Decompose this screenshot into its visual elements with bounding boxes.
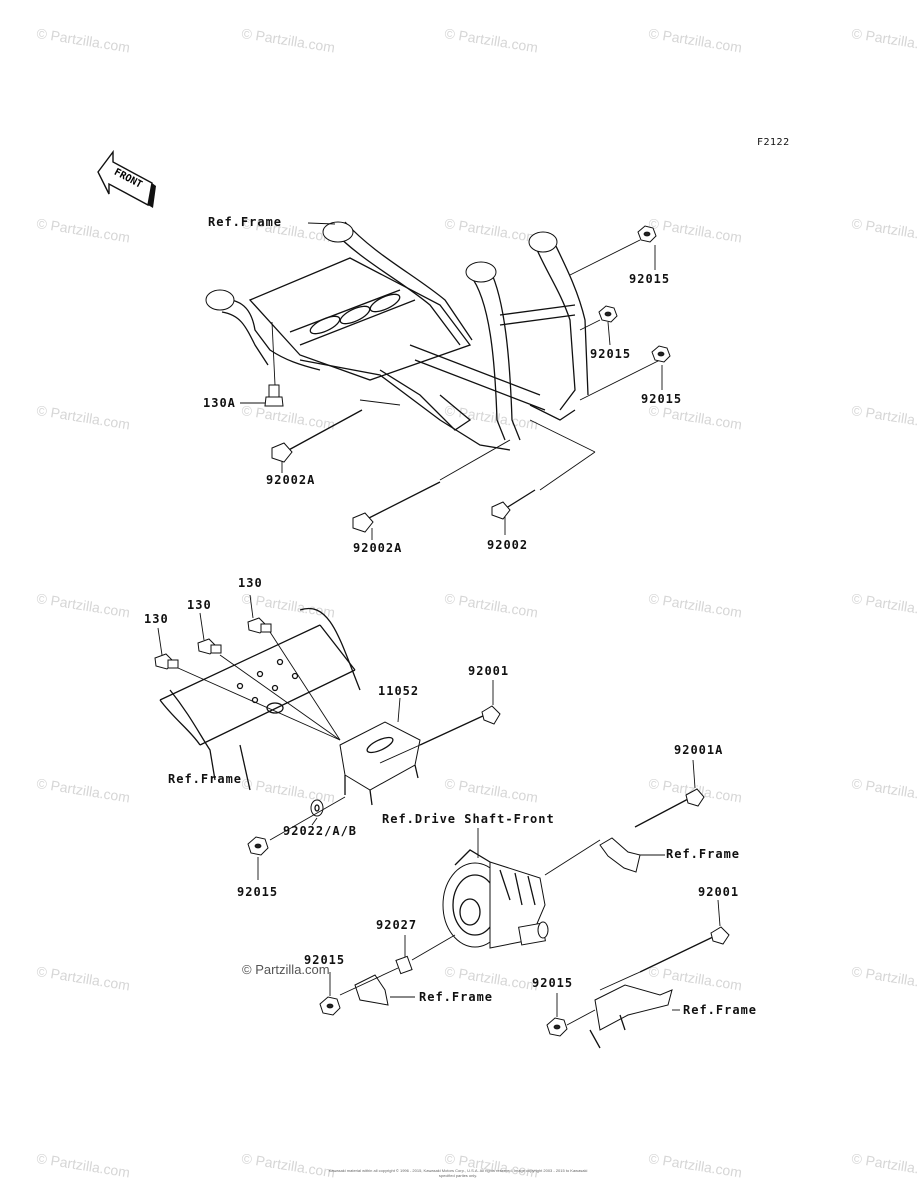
callout-92002A[interactable]: 92002A — [353, 541, 403, 555]
nut-92015-icon — [651, 345, 671, 363]
frame-bracket-right — [599, 837, 641, 873]
nut-92015-icon — [637, 225, 657, 243]
callout-ref-frame-top[interactable]: Ref.Frame — [208, 215, 283, 229]
bolt-92001A-icon — [634, 788, 705, 828]
callout-ref-frame-bottom-left[interactable]: Ref.Frame — [419, 990, 494, 1004]
callout-92015[interactable]: 92015 — [629, 272, 671, 286]
callout-92001[interactable]: 92001 — [468, 664, 510, 678]
callout-92001[interactable]: 92001 — [698, 885, 740, 899]
callout-92015[interactable]: 92015 — [237, 885, 279, 899]
callout-92015[interactable]: 92015 — [304, 953, 346, 967]
callout-92001A[interactable]: 92001A — [674, 743, 724, 757]
nut-92015-icon — [247, 836, 269, 856]
frame-bracket-bottom-left — [354, 974, 389, 1006]
callout-92002[interactable]: 92002 — [487, 538, 529, 552]
callout-92002A[interactable]: 92002A — [266, 473, 316, 487]
washer-92022-icon — [310, 799, 324, 817]
callout-92015[interactable]: 92015 — [532, 976, 574, 990]
spacer-92027-icon — [395, 955, 413, 975]
bolt-92002A-icon — [271, 409, 363, 463]
callout-130[interactable]: 130 — [238, 576, 263, 590]
bolt-92002-icon — [491, 489, 536, 520]
callout-130[interactable]: 130 — [187, 598, 212, 612]
nut-92015-icon — [546, 1017, 568, 1037]
callout-11052[interactable]: 11052 — [378, 684, 420, 698]
callout-ref-drive-shaft-front[interactable]: Ref.Drive Shaft-Front — [382, 812, 555, 826]
front-arrow-icon: FRONT — [97, 149, 156, 208]
frame-assembly — [205, 221, 589, 451]
bolt-92001-icon — [639, 926, 730, 973]
bolt-130A-icon — [264, 384, 284, 407]
nut-92015-icon — [319, 996, 341, 1016]
nut-92015-icon — [598, 305, 618, 323]
callout-92015[interactable]: 92015 — [641, 392, 683, 406]
front-differential-icon — [442, 849, 549, 949]
callout-92015[interactable]: 92015 — [590, 347, 632, 361]
callout-ref-frame-right[interactable]: Ref.Frame — [666, 847, 741, 861]
callout-ref-frame-mid[interactable]: Ref.Frame — [168, 772, 243, 786]
bolt-130-icon — [154, 653, 179, 670]
callout-130A[interactable]: 130A — [203, 396, 236, 410]
copyright-mark: © Partzilla.com — [242, 962, 330, 977]
bolt-130-icon — [247, 617, 272, 634]
bolt-92001-icon — [419, 705, 501, 746]
bolt-130-icon — [197, 638, 222, 655]
footer-note: Kawasaki material within all copyright ©… — [328, 1168, 588, 1178]
callout-92027[interactable]: 92027 — [376, 918, 418, 932]
bolt-92002A-icon — [352, 481, 441, 533]
figure-code: F2122 — [757, 137, 790, 148]
bracket-11052-icon — [339, 721, 421, 806]
frame-section-middle — [159, 607, 361, 791]
callout-130[interactable]: 130 — [144, 612, 169, 626]
callout-ref-frame-bottom-right[interactable]: Ref.Frame — [683, 1003, 758, 1017]
frame-bracket-bottom-right — [589, 984, 673, 1049]
callout-92022[interactable]: 92022/A/B — [283, 824, 358, 838]
